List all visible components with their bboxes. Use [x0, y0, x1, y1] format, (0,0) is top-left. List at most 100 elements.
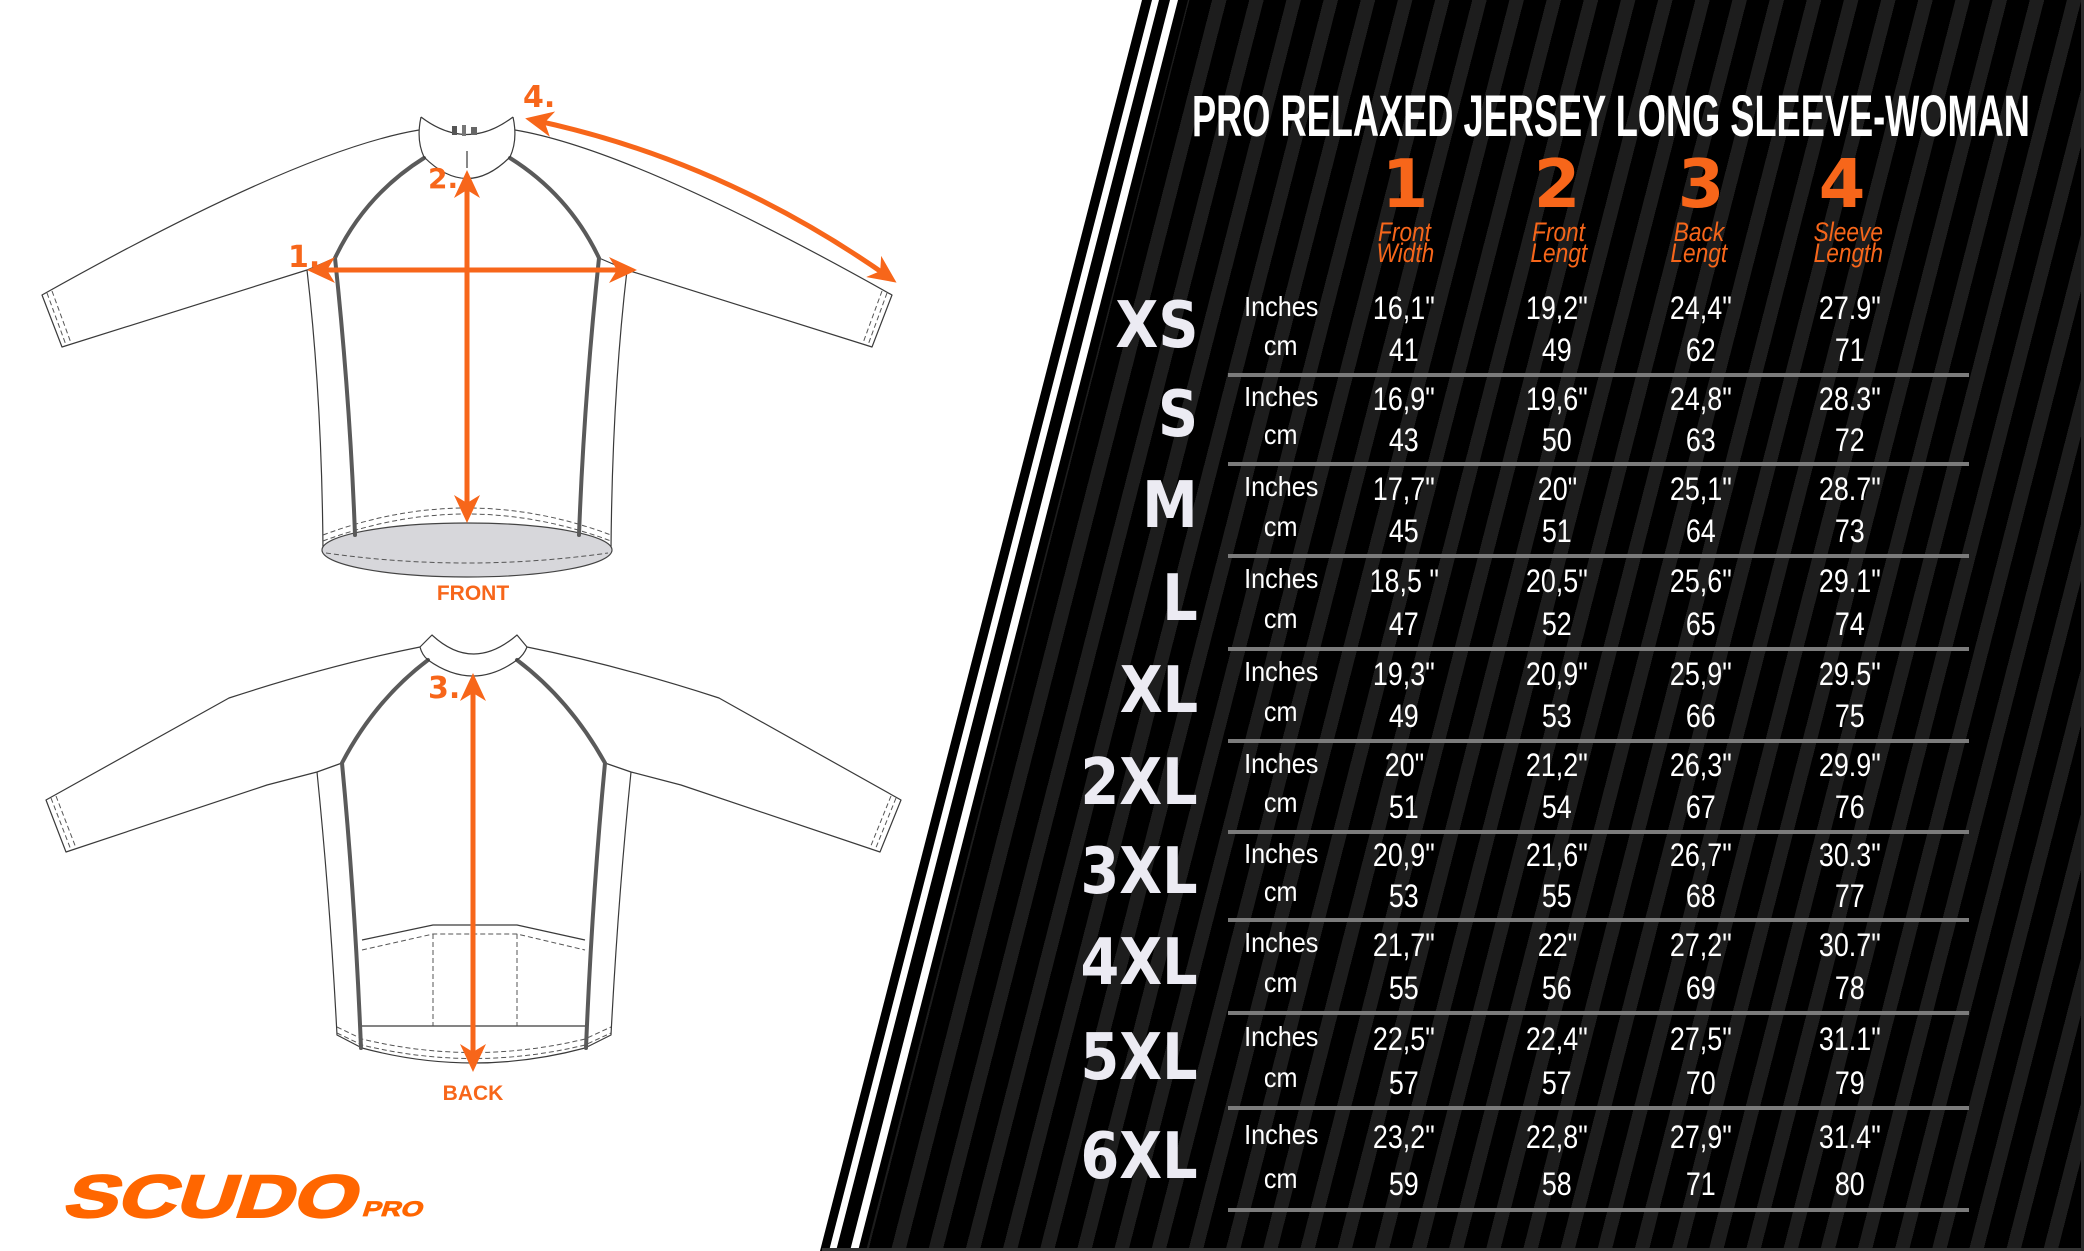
value-text: 53 — [1542, 698, 1572, 735]
unit-text: Inches — [1243, 1021, 1319, 1053]
value-text: 25,9" — [1670, 655, 1732, 692]
size-row-5xl: 5XL Inches cm 22,5" 22,4" 27,5" 31.1" 57… — [0, 1013, 2084, 1110]
back-raglan-seam-right — [515, 658, 608, 1050]
header-line: Lengt — [1530, 238, 1588, 268]
back-collar — [419, 634, 528, 677]
size-text: 6XL — [1080, 1120, 1198, 1195]
value-text: 62 — [1686, 332, 1716, 369]
row-separator — [1228, 373, 1969, 377]
row-separator — [1228, 830, 1969, 834]
panel-border — [822, 1248, 2084, 1251]
value-text: 71 — [1686, 1165, 1716, 1202]
cuff-stitching — [46, 290, 888, 346]
front-length-cm: 56 — [1492, 970, 1622, 1006]
back-view-label: BACK — [443, 1082, 504, 1105]
value-text: 70 — [1686, 1064, 1716, 1101]
sleeve-length-inches: 31.4" — [1785, 1119, 1915, 1155]
value-text: 27,5" — [1670, 1021, 1732, 1058]
value-text: 56 — [1542, 970, 1572, 1007]
unit-text: Inches — [1243, 837, 1319, 869]
size-text: XL — [1119, 654, 1198, 729]
front-length-cm: 55 — [1492, 878, 1622, 914]
unit-label-inches: Inches — [1231, 1019, 1331, 1055]
front-width-inches: 21,7" — [1339, 927, 1469, 963]
value-text: 16,1" — [1373, 290, 1435, 327]
back-length-cm: 62 — [1636, 332, 1766, 368]
unit-text: cm — [1264, 603, 1298, 635]
back-left-sleeve — [45, 646, 421, 853]
size-row-s: S Inches cm 16,9" 19,6" 24,8" 28.3" 43 5… — [0, 375, 2084, 466]
value-text: 41 — [1389, 332, 1419, 369]
header-line: Length — [1813, 238, 1883, 268]
unit-label-cm: cm — [1231, 694, 1331, 730]
row-separator — [1228, 1011, 1969, 1015]
value-text: 57 — [1389, 1064, 1419, 1101]
unit-text: cm — [1264, 510, 1298, 542]
size-label: M — [940, 474, 1198, 538]
column-header-back-length: Back Lengt — [1629, 219, 1769, 267]
row-separator — [1228, 739, 1969, 743]
size-label: L — [940, 567, 1198, 631]
front-width-cm: 51 — [1339, 789, 1469, 825]
value-text: 76 — [1835, 789, 1865, 826]
value-text: 27,9" — [1670, 1118, 1732, 1155]
front-width-inches: 17,7" — [1339, 471, 1469, 507]
sleeve-length-arrow — [525, 111, 897, 283]
size-row-4xl: 4XL Inches cm 21,7" 22" 27,2" 30.7" 55 5… — [0, 920, 2084, 1015]
value-text: 67 — [1686, 789, 1716, 826]
front-width-inches: 22,5" — [1339, 1021, 1469, 1057]
back-length-cm: 69 — [1636, 970, 1766, 1006]
front-length-inches: 19,2" — [1492, 290, 1622, 326]
size-row-3xl: 3XL Inches cm 20,9" 21,6" 26,7" 30.3" 53… — [0, 832, 2084, 922]
front-width-inches: 20,9" — [1339, 837, 1469, 873]
sleeve-length-inches: 28.7" — [1785, 471, 1915, 507]
front-length-inches: 21,2" — [1492, 747, 1622, 783]
size-text: L — [1162, 562, 1198, 637]
value-text: 21,6" — [1526, 837, 1588, 874]
row-separator — [1228, 1106, 1969, 1110]
value-text: 75 — [1835, 698, 1865, 735]
value-text: 69 — [1686, 970, 1716, 1007]
unit-label-inches: Inches — [1231, 289, 1331, 325]
sleeve-length-inches: 27.9" — [1785, 290, 1915, 326]
sleeve-length-cm: 78 — [1785, 970, 1915, 1006]
sleeve-length-cm: 73 — [1785, 513, 1915, 549]
front-width-cm: 59 — [1339, 1166, 1469, 1202]
front-width-cm: 41 — [1339, 332, 1469, 368]
sleeve-length-cm: 72 — [1785, 422, 1915, 458]
front-length-inches: 22" — [1492, 927, 1622, 963]
value-text: 79 — [1835, 1064, 1865, 1101]
value-text: 66 — [1686, 698, 1716, 735]
collar-label-icon — [452, 125, 477, 136]
front-width-cm: 55 — [1339, 970, 1469, 1006]
value-text: 80 — [1835, 1165, 1865, 1202]
size-text: 4XL — [1080, 926, 1198, 1001]
front-width-cm: 57 — [1339, 1065, 1469, 1101]
value-text: 22,8" — [1526, 1118, 1588, 1155]
value-text: 54 — [1542, 789, 1572, 826]
front-width-cm: 53 — [1339, 878, 1469, 914]
value-text: 31.4" — [1819, 1118, 1881, 1155]
front-length-cm: 58 — [1492, 1166, 1622, 1202]
value-text: 20,9" — [1526, 655, 1588, 692]
size-row-6xl: 6XL Inches cm 23,2" 22,8" 27,9" 31.4" 59… — [0, 1108, 2084, 1212]
unit-text: Inches — [1243, 927, 1319, 959]
size-label: 4XL — [940, 931, 1198, 995]
armpit-lines — [316, 762, 632, 773]
value-text: 22" — [1537, 927, 1577, 964]
value-text: 55 — [1389, 970, 1419, 1007]
value-text: 29.5" — [1819, 655, 1881, 692]
front-width-inches: 23,2" — [1339, 1119, 1469, 1155]
front-left-sleeve — [41, 129, 420, 348]
size-text: 3XL — [1080, 834, 1198, 909]
size-text: 5XL — [1080, 1020, 1198, 1095]
unit-text: Inches — [1243, 656, 1319, 688]
header-line: Width — [1376, 238, 1434, 268]
front-hem-opening — [321, 522, 613, 578]
unit-text: Inches — [1243, 563, 1319, 595]
size-text: S — [1157, 378, 1198, 453]
value-text: 25,6" — [1670, 563, 1732, 600]
front-length-inches: 20" — [1492, 471, 1622, 507]
back-right-sleeve — [526, 646, 902, 853]
row-separator — [1228, 918, 1969, 922]
